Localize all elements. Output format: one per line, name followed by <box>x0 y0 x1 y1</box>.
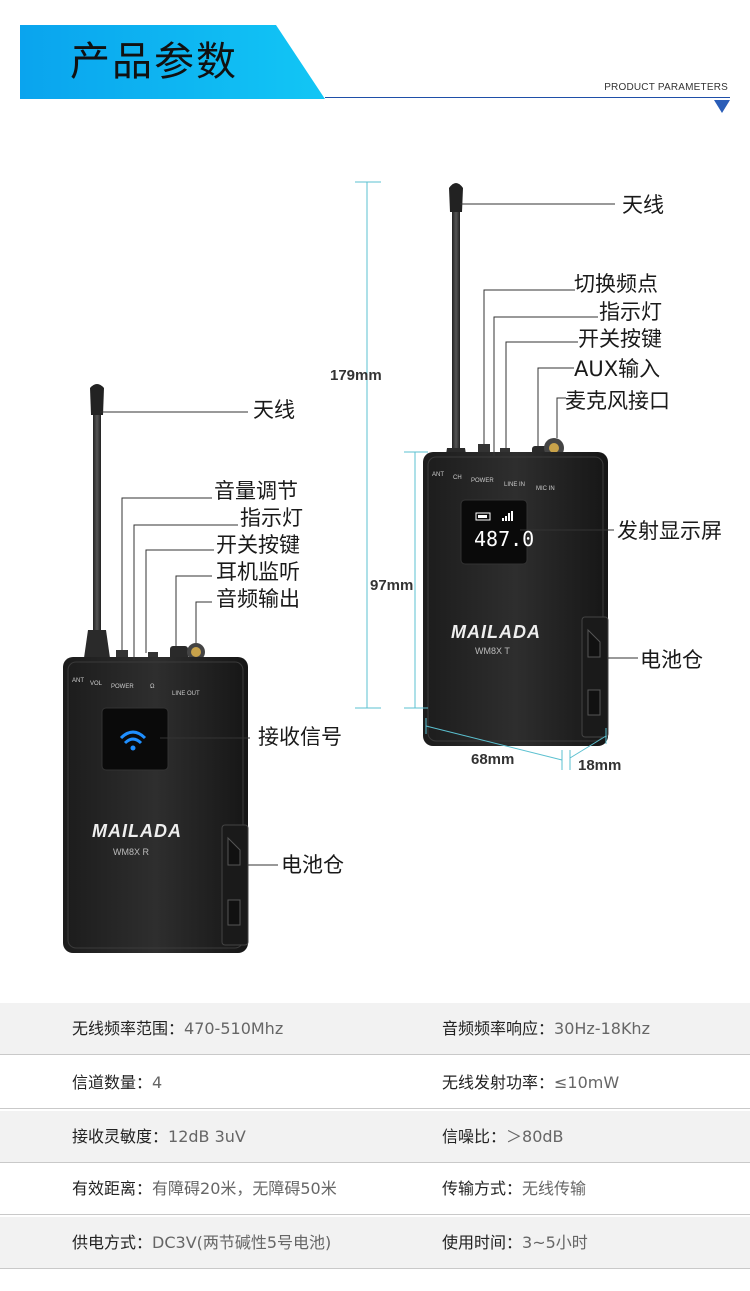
title-banner <box>20 25 325 99</box>
transmitter-label-indicator: 指示灯 <box>599 300 662 324</box>
transmitter-label-channel: 切换频点 <box>574 272 658 296</box>
receiver-port-lineout: LINE OUT <box>172 691 200 697</box>
spec-cell: 传输方式：无线传输 <box>442 1163 586 1215</box>
transmitter-port-ant: ANT <box>432 472 444 478</box>
triangle-marker-icon <box>714 100 730 113</box>
header-divider <box>325 97 730 98</box>
row-divider <box>0 1214 750 1215</box>
receiver-label-headphone: 耳机监听 <box>216 560 300 584</box>
battery-level-icon <box>475 512 491 521</box>
transmitter-port-power: POWER <box>471 478 494 484</box>
spec-value: DC3V(两节碱性5号电池) <box>152 1233 332 1252</box>
spec-value: 4 <box>152 1073 163 1092</box>
receiver-label-indicator: 指示灯 <box>240 506 303 530</box>
spec-row: 信道数量：4 无线发射功率：≤10mW <box>0 1057 750 1109</box>
spec-value: 无线传输 <box>522 1179 587 1198</box>
transmitter-brand-logo: MAILADA <box>451 622 541 642</box>
spec-cell: 无线发射功率：≤10mW <box>442 1057 619 1109</box>
transmitter-label-mic: 麦克风接口 <box>565 389 670 413</box>
spec-cell: 信噪比：＞80dB <box>442 1111 564 1163</box>
spec-cell: 供电方式：DC3V(两节碱性5号电池) <box>72 1217 331 1269</box>
signal-bars-icon <box>502 511 513 521</box>
transmitter-frequency-display: 487.0 <box>474 527 535 551</box>
spec-value: ≤10mW <box>554 1073 620 1092</box>
spec-cell: 有效距离：有障碍20米，无障碍50米 <box>72 1163 337 1215</box>
spec-value: 30Hz-18Khz <box>554 1019 650 1038</box>
receiver-label-battery: 电池仓 <box>281 853 344 877</box>
transmitter-port-micin: MIC IN <box>536 486 555 492</box>
receiver-model: WM8X R <box>113 847 149 857</box>
section-header: 产品参数 PRODUCT PARAMETERS <box>0 0 750 120</box>
dimension-depth: 18mm <box>578 757 622 774</box>
spec-value: 470-510Mhz <box>184 1019 284 1038</box>
receiver-port-power: POWER <box>111 684 134 690</box>
transmitter-label-aux: AUX输入 <box>574 357 661 381</box>
spec-cell: 音频频率响应：30Hz-18Khz <box>442 1003 650 1055</box>
spec-cell: 无线频率范围：470-510Mhz <box>72 1003 283 1055</box>
spec-value: ＞80dB <box>506 1127 564 1146</box>
spec-row: 有效距离：有障碍20米，无障碍50米 传输方式：无线传输 <box>0 1163 750 1215</box>
spec-value: 3~5小时 <box>522 1233 588 1252</box>
dimension-width: 68mm <box>471 751 515 768</box>
spec-row: 无线频率范围：470-510Mhz 音频频率响应：30Hz-18Khz <box>0 1003 750 1055</box>
spec-cell: 使用时间：3~5小时 <box>442 1217 588 1269</box>
row-divider <box>0 1054 750 1055</box>
page-title: 产品参数 <box>70 39 238 85</box>
receiver-label-antenna: 天线 <box>253 398 295 422</box>
receiver-label-signal: 接收信号 <box>258 725 342 749</box>
row-divider <box>0 1108 750 1109</box>
spec-key: 使用时间： <box>442 1233 523 1252</box>
product-diagram: ANT VOL POWER Ω LINE OUT MAILADA WM8X R … <box>0 130 750 1000</box>
spec-value: 有障碍20米，无障碍50米 <box>152 1179 337 1198</box>
dimension-total-height: 179mm <box>330 367 382 384</box>
receiver-port-vol: VOL <box>90 681 103 687</box>
spec-key: 有效距离： <box>72 1179 153 1198</box>
wifi-icon <box>119 730 147 751</box>
receiver-device <box>63 384 278 953</box>
row-divider <box>0 1268 750 1269</box>
spec-key: 信道数量： <box>72 1073 153 1092</box>
page-subtitle: PRODUCT PARAMETERS <box>604 82 728 93</box>
spec-key: 接收灵敏度： <box>72 1127 169 1146</box>
spec-key: 信噪比： <box>442 1127 507 1146</box>
transmitter-label-antenna: 天线 <box>622 193 664 217</box>
transmitter-label-power: 开关按键 <box>578 327 662 351</box>
transmitter-label-battery: 电池仓 <box>640 648 703 672</box>
spec-row: 接收灵敏度：12dB 3uV 信噪比：＞80dB <box>0 1111 750 1163</box>
spec-key: 音频频率响应： <box>442 1019 555 1038</box>
diagram-graphics <box>63 181 638 953</box>
dimension-body-height: 97mm <box>370 577 414 594</box>
transmitter-port-linein: LINE IN <box>504 482 526 488</box>
spec-cell: 信道数量：4 <box>72 1057 162 1109</box>
spec-key: 供电方式： <box>72 1233 153 1252</box>
receiver-label-power: 开关按键 <box>216 533 300 557</box>
spec-key: 无线频率范围： <box>72 1019 185 1038</box>
spec-value: 12dB 3uV <box>168 1127 246 1146</box>
transmitter-model: WM8X T <box>475 646 510 656</box>
spec-key: 传输方式： <box>442 1179 523 1198</box>
row-divider <box>0 1162 750 1163</box>
dimension-lines <box>355 181 607 770</box>
transmitter-port-ch: CH <box>453 475 462 481</box>
receiver-label-audio-out: 音频输出 <box>216 587 300 611</box>
receiver-brand-logo: MAILADA <box>92 821 182 841</box>
receiver-port-headphone: Ω <box>150 684 155 690</box>
transmitter-device <box>423 183 638 746</box>
receiver-label-volume: 音量调节 <box>214 479 298 503</box>
spec-cell: 接收灵敏度：12dB 3uV <box>72 1111 246 1163</box>
spec-key: 无线发射功率： <box>442 1073 555 1092</box>
transmitter-label-display: 发射显示屏 <box>617 519 722 543</box>
receiver-port-ant: ANT <box>72 678 84 684</box>
spec-row: 供电方式：DC3V(两节碱性5号电池) 使用时间：3~5小时 <box>0 1217 750 1269</box>
